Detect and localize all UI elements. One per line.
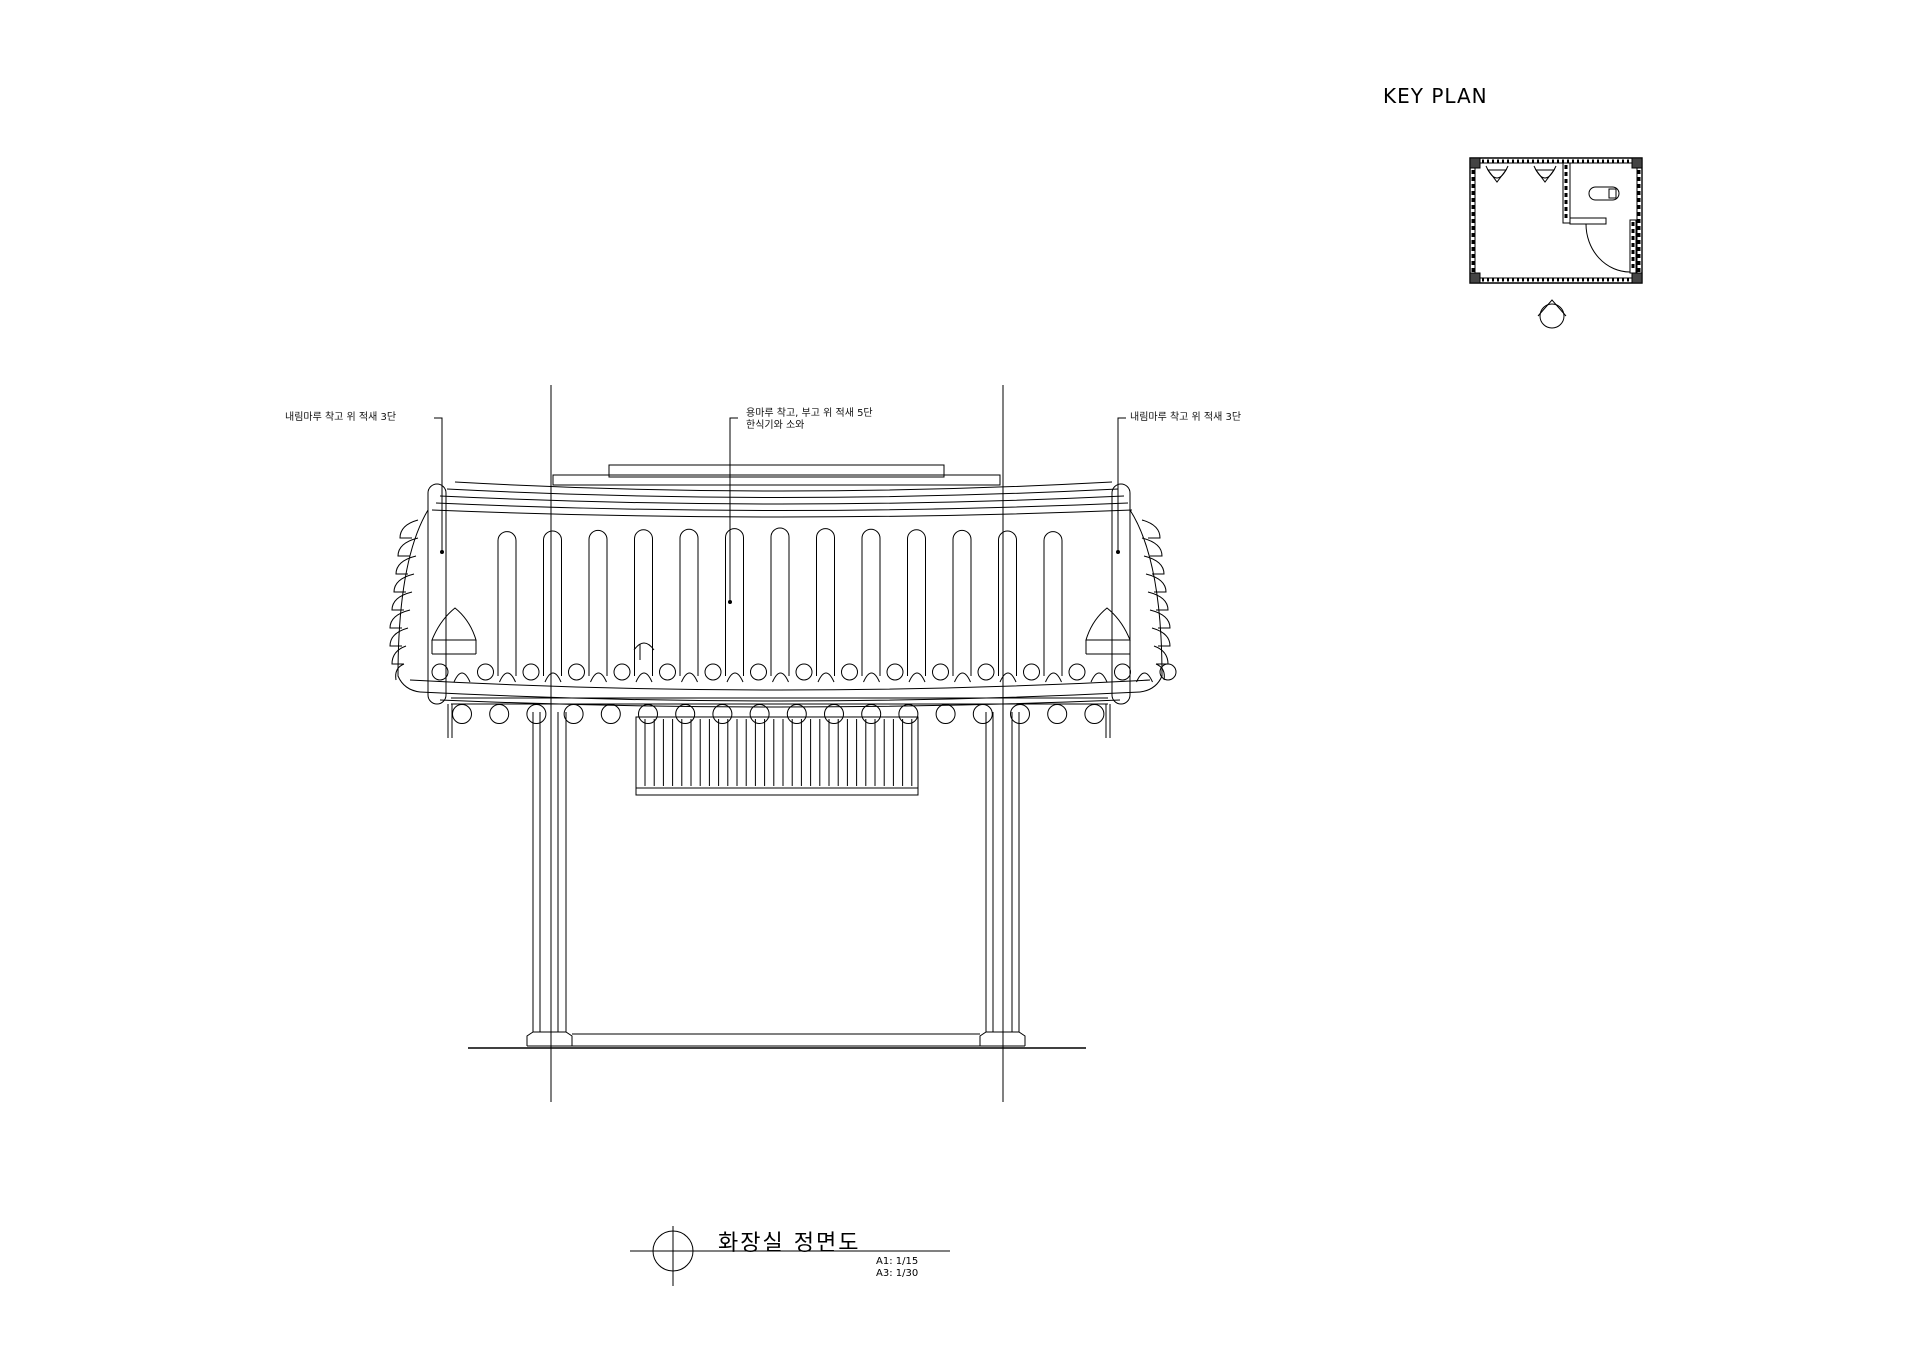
leader-lines bbox=[434, 418, 1126, 604]
rafter-end bbox=[973, 705, 992, 724]
rafter-end bbox=[564, 705, 583, 724]
tile-end bbox=[569, 664, 585, 680]
rafter-end bbox=[639, 705, 658, 724]
tile-end bbox=[1024, 664, 1040, 680]
tile-end bbox=[478, 664, 494, 680]
tile-scallop bbox=[1091, 673, 1107, 682]
cover-tile bbox=[680, 529, 698, 676]
rafter-end bbox=[1011, 705, 1030, 724]
rafter-end bbox=[676, 705, 695, 724]
rafter-end bbox=[936, 705, 955, 724]
tile-end bbox=[1115, 664, 1131, 680]
annotation-main-ridge-line2: 한식기와 소와 bbox=[746, 420, 805, 431]
rafter-end bbox=[601, 705, 620, 724]
scale-a1: A1: 1/15 bbox=[876, 1256, 919, 1267]
annotation-left-ridge: 내림마루 착고 위 적새 3단 bbox=[285, 412, 397, 423]
tile-end bbox=[614, 664, 630, 680]
tile-end bbox=[705, 664, 721, 680]
cover-tile bbox=[635, 530, 653, 676]
key-plan-title: KEY PLAN bbox=[1383, 84, 1488, 108]
tile-end bbox=[523, 664, 539, 680]
rafter-end bbox=[1048, 705, 1067, 724]
eave-rafter-row bbox=[448, 698, 1110, 738]
tile-scallop bbox=[454, 673, 470, 682]
drawing-title: 화장실 정면도 bbox=[718, 1231, 861, 1256]
tile-end bbox=[842, 664, 858, 680]
tile-scallop bbox=[682, 673, 698, 682]
tile-end bbox=[432, 664, 448, 680]
rafter-end bbox=[1085, 705, 1104, 724]
cover-tile bbox=[862, 529, 880, 676]
cover-tile bbox=[999, 531, 1017, 676]
cover-tile bbox=[1044, 532, 1062, 676]
section-marker-icon bbox=[630, 1226, 950, 1286]
rafter-end bbox=[490, 705, 509, 724]
cover-tile bbox=[544, 531, 562, 676]
grid-lines bbox=[551, 385, 1003, 1102]
tile-end bbox=[887, 664, 903, 680]
toilet-icon bbox=[1589, 187, 1619, 200]
rafter-end bbox=[862, 705, 881, 724]
tile-end bbox=[978, 664, 994, 680]
roof-tiles bbox=[432, 528, 1176, 682]
cover-tile bbox=[908, 530, 926, 676]
tile-end bbox=[660, 664, 676, 680]
hanging-screen bbox=[636, 717, 918, 795]
annotation-main-ridge-line1: 용마루 착고, 부고 위 적새 5단 bbox=[746, 408, 873, 419]
key-plan-floorplan bbox=[1470, 158, 1642, 283]
view-direction-icon bbox=[1538, 300, 1566, 328]
rafter-end bbox=[750, 705, 769, 724]
tile-scallop bbox=[1137, 673, 1153, 682]
cover-tile bbox=[771, 528, 789, 676]
annotation-right-ridge: 내림마루 착고 위 적새 3단 bbox=[1130, 412, 1242, 423]
tile-end bbox=[751, 664, 767, 680]
rafter-end bbox=[713, 705, 732, 724]
cover-tile bbox=[953, 530, 971, 676]
tile-scallop bbox=[773, 673, 789, 682]
tile-scallop bbox=[545, 673, 561, 682]
rafter-end bbox=[453, 705, 472, 724]
columns bbox=[468, 712, 1086, 1048]
roof bbox=[390, 465, 1170, 707]
tile-scallop bbox=[864, 673, 880, 682]
rafter-end bbox=[825, 705, 844, 724]
tile-scallop bbox=[636, 673, 652, 682]
rafter-end bbox=[787, 705, 806, 724]
cover-tile bbox=[726, 529, 744, 676]
screen-slats bbox=[645, 719, 912, 786]
tile-scallop bbox=[818, 673, 834, 682]
tile-end bbox=[933, 664, 949, 680]
scale-a3: A3: 1/30 bbox=[876, 1268, 919, 1279]
tile-end bbox=[1160, 664, 1176, 680]
tile-scallop bbox=[1000, 673, 1016, 682]
tile-end bbox=[1069, 664, 1085, 680]
rafter-end bbox=[899, 705, 918, 724]
tile-scallop bbox=[727, 673, 743, 682]
cover-tile bbox=[589, 530, 607, 676]
tile-end bbox=[796, 664, 812, 680]
cover-tile bbox=[817, 529, 835, 676]
tile-scallop bbox=[1046, 673, 1062, 682]
tile-scallop bbox=[909, 673, 925, 682]
rafter-ends bbox=[453, 705, 1104, 724]
tile-scallop bbox=[500, 673, 516, 682]
cover-tile bbox=[498, 532, 516, 676]
tile-scallop bbox=[591, 673, 607, 682]
rafter-end bbox=[527, 705, 546, 724]
tile-scallop bbox=[955, 673, 971, 682]
